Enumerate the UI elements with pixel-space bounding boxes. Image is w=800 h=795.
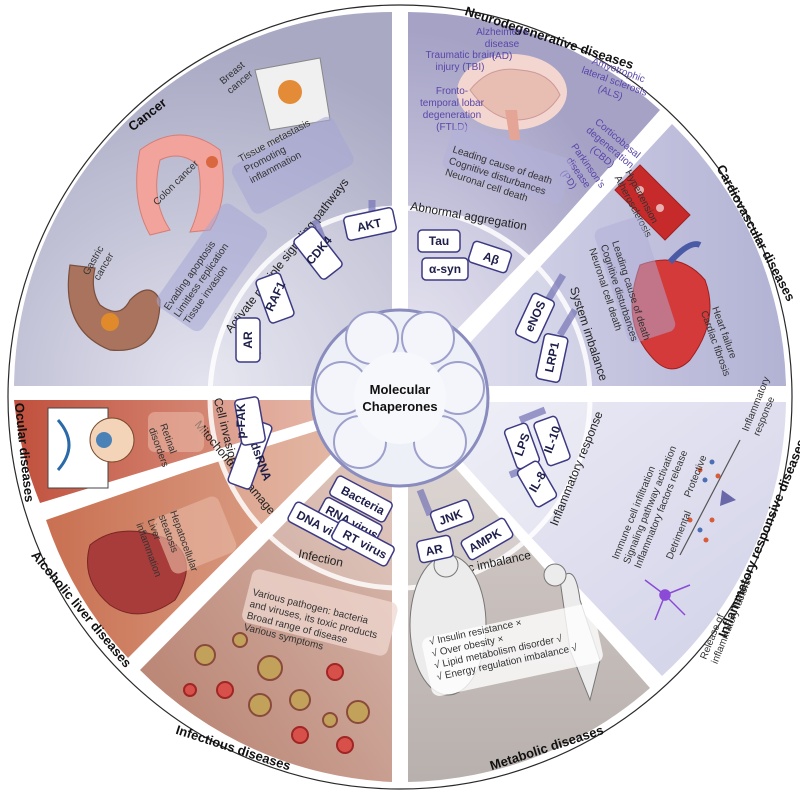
virus-icon xyxy=(232,632,248,648)
stomach-illustration xyxy=(67,264,161,351)
center-cloud xyxy=(310,308,490,488)
box-raf1: RAF1 xyxy=(255,272,295,324)
virus-icon xyxy=(194,644,216,666)
box-abeta: Aβ xyxy=(467,240,513,274)
virus-icon xyxy=(291,726,309,744)
svg-text:α-syn: α-syn xyxy=(429,262,461,276)
box-lrp1: LRP1 xyxy=(535,333,569,383)
liver-illustration xyxy=(87,530,187,615)
infectious-notes-box xyxy=(242,569,398,656)
box-tau: Tau xyxy=(417,229,461,253)
colon-illustration xyxy=(136,134,224,236)
sector-inflam xyxy=(420,402,786,676)
virus-icon xyxy=(326,663,344,681)
svg-text:AR: AR xyxy=(424,541,444,558)
svg-text:p-FAK: p-FAK xyxy=(234,403,248,439)
svg-text:Tau: Tau xyxy=(429,234,449,248)
svg-text:AR: AR xyxy=(241,331,255,349)
virus-icons xyxy=(183,632,370,754)
virus-icon xyxy=(248,693,272,717)
box-pfak: p-FAK xyxy=(234,396,266,446)
box-jnk: JNK xyxy=(429,499,475,533)
svg-text:Aβ: Aβ xyxy=(481,249,501,267)
cancer-notes-box-2 xyxy=(156,203,268,332)
box-cdk4: CDK4 xyxy=(293,226,343,280)
box-ar2: AR xyxy=(416,534,454,564)
box-akt: AKT xyxy=(343,207,397,241)
box-asyn: α-syn xyxy=(421,257,469,281)
virus-icon xyxy=(336,736,354,754)
ocular-notes-box xyxy=(148,412,204,452)
virus-icon xyxy=(289,689,311,711)
metabolic-notes-box xyxy=(422,603,603,696)
cardio-notes-box xyxy=(594,217,676,343)
virus-icon xyxy=(257,655,283,681)
neuron-icon xyxy=(644,579,691,621)
virus-icon xyxy=(346,700,370,724)
box-il8: IL-8 xyxy=(516,460,558,508)
svg-text:AKT: AKT xyxy=(356,216,384,235)
eye-illustration xyxy=(47,407,135,489)
virus-icon xyxy=(216,681,234,699)
outer-ring xyxy=(7,4,793,790)
inflam-diagram xyxy=(679,439,741,556)
cancer-notes-box-1 xyxy=(231,116,354,214)
metabolic-notes: √ Insulin resistance × √ Over obesity × … xyxy=(428,606,579,683)
center-title-line1: Molecular xyxy=(370,382,431,397)
box-il10: IL-10 xyxy=(533,415,571,467)
vessel-illustration xyxy=(614,164,691,241)
virus-icon xyxy=(322,712,338,728)
alcoholic-notes-box xyxy=(153,496,237,574)
brain-illustration xyxy=(457,54,567,140)
neuro-notes-box xyxy=(442,124,573,205)
svg-text:LRP1: LRP1 xyxy=(542,340,562,373)
box-ar: AR xyxy=(235,317,261,363)
center-title-line2: Chaperones xyxy=(362,399,437,414)
virus-icon xyxy=(183,683,197,697)
label-boxes: AR RAF1 CDK4 AKT Tau Aβ α-syn eNOS LRP1 … xyxy=(227,207,571,567)
